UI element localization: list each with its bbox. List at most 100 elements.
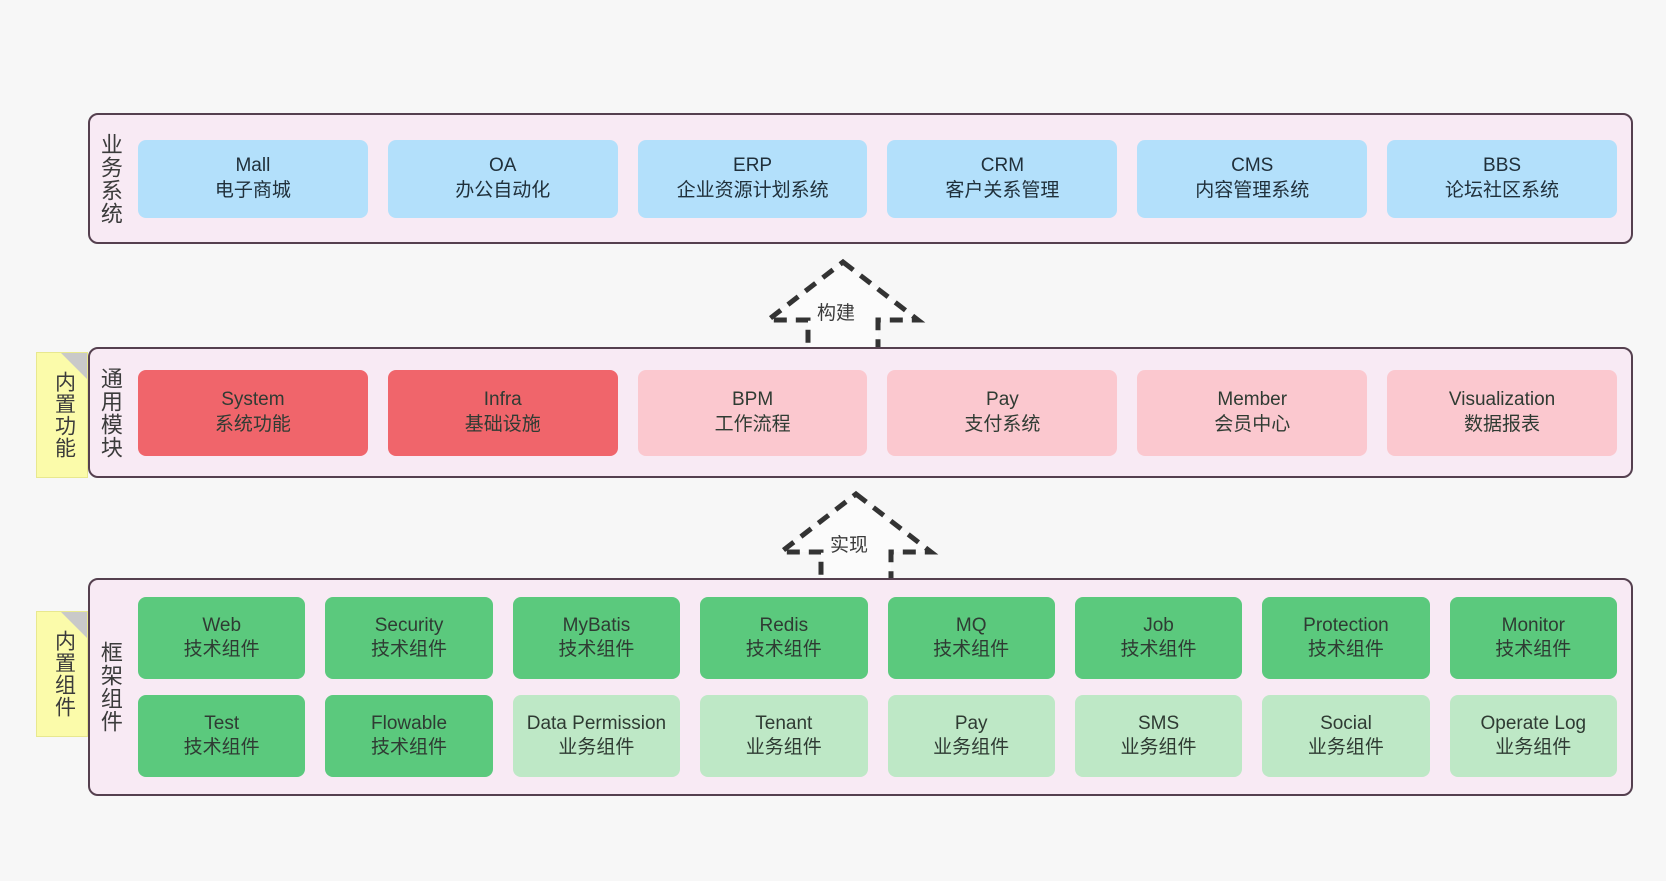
card-crm-name: CRM [980, 155, 1025, 177]
card-protection-desc: 技术组件 [1307, 639, 1384, 660]
card-tenant[interactable]: Tenant 业务组件 [700, 695, 868, 777]
card-system-name: System [221, 389, 285, 411]
card-web[interactable]: Web 技术组件 [138, 597, 306, 679]
card-job-desc: 技术组件 [1120, 639, 1197, 660]
card-crm[interactable]: CRM 客户关系管理 [887, 139, 1118, 218]
card-member[interactable]: Member 会员中心 [1137, 369, 1368, 456]
card-monitor-name: Monitor [1501, 614, 1565, 636]
card-bbs[interactable]: BBS 论坛社区系统 [1387, 139, 1617, 218]
card-sms[interactable]: SMS 业务组件 [1074, 695, 1243, 777]
card-oa-name: OA [489, 155, 517, 177]
card-crm-desc: 客户关系管理 [945, 179, 1060, 201]
card-bpm[interactable]: BPM 工作流程 [637, 369, 868, 456]
layer-framework-row-tech: Web 技术组件 Security 技术组件 MyBatis 技术组件 Redi… [138, 597, 1617, 679]
layer-framework-component-body: Web 技术组件 Security 技术组件 MyBatis 技术组件 Redi… [130, 580, 1631, 794]
card-redis-name: Redis [759, 614, 809, 636]
layer-general-module-body: System 系统功能 Infra 基础设施 BPM 工作流程 Pay 支付系统… [130, 349, 1631, 476]
card-test[interactable]: Test 技术组件 [138, 695, 306, 777]
card-data-permission-desc: 业务组件 [558, 737, 635, 758]
card-erp-name: ERP [733, 155, 773, 177]
layer-general-module-title: 通用模块 [97, 366, 123, 459]
card-system-desc: 系统功能 [214, 413, 291, 435]
card-security[interactable]: Security 技术组件 [325, 597, 493, 679]
card-infra-desc: 基础设施 [464, 413, 541, 435]
card-redis-desc: 技术组件 [745, 639, 822, 660]
card-oa-desc: 办公自动化 [455, 179, 551, 201]
card-web-name: Web [202, 614, 242, 636]
note-fold-corner-icon [61, 353, 87, 379]
card-data-permission-name: Data Permission [526, 712, 667, 734]
card-mybatis[interactable]: MyBatis 技术组件 [512, 597, 681, 679]
card-sms-name: SMS [1137, 712, 1180, 734]
card-cms-desc: 内容管理系统 [1195, 179, 1310, 201]
card-flowable[interactable]: Flowable 技术组件 [325, 695, 493, 777]
card-mall-desc: 电子商城 [214, 179, 291, 201]
card-bpm-desc: 工作流程 [714, 413, 791, 435]
card-cms[interactable]: CMS 内容管理系统 [1137, 139, 1368, 218]
card-job[interactable]: Job 技术组件 [1074, 597, 1243, 679]
card-flowable-desc: 技术组件 [371, 737, 448, 758]
layer-general-module-row: System 系统功能 Infra 基础设施 BPM 工作流程 Pay 支付系统… [138, 369, 1617, 456]
card-cms-name: CMS [1231, 155, 1274, 177]
card-visualization-desc: 数据报表 [1464, 413, 1541, 435]
arrow-build-label: 构建 [817, 303, 856, 324]
layer-framework-component: 框架组件 Web 技术组件 Security 技术组件 MyBatis 技术组件… [88, 578, 1633, 796]
card-erp[interactable]: ERP 企业资源计划系统 [637, 139, 868, 218]
note-fold-corner-icon [61, 612, 87, 638]
card-mall-name: Mall [235, 155, 271, 177]
card-data-permission[interactable]: Data Permission 业务组件 [512, 695, 681, 777]
card-protection-name: Protection [1303, 614, 1389, 636]
card-social-name: Social [1320, 712, 1372, 734]
card-security-name: Security [374, 614, 444, 636]
card-mq-name: MQ [955, 614, 987, 636]
card-infra-name: Infra [483, 389, 522, 411]
card-pay-component[interactable]: Pay 业务组件 [887, 695, 1055, 777]
card-operate-log-desc: 业务组件 [1495, 737, 1572, 758]
card-job-name: Job [1143, 614, 1174, 636]
arrow-build: 构建 [755, 258, 955, 354]
layer-business-system: 业务系统 Mall 电子商城 OA 办公自动化 ERP 企业资源计划系统 CRM… [88, 113, 1633, 244]
card-infra[interactable]: Infra 基础设施 [387, 369, 618, 456]
card-sms-desc: 业务组件 [1120, 737, 1197, 758]
card-member-desc: 会员中心 [1214, 413, 1291, 435]
arrow-implement-label: 实现 [830, 535, 869, 556]
card-visualization-name: Visualization [1448, 389, 1556, 411]
card-pay-module-name: Pay [986, 389, 1019, 411]
card-pay-module[interactable]: Pay 支付系统 [887, 369, 1118, 456]
card-member-name: Member [1217, 389, 1288, 411]
layer-framework-row-business: Test 技术组件 Flowable 技术组件 Data Permission … [138, 695, 1617, 777]
layer-business-system-row: Mall 电子商城 OA 办公自动化 ERP 企业资源计划系统 CRM 客户关系… [138, 139, 1617, 218]
card-flowable-name: Flowable [371, 712, 448, 734]
card-test-desc: 技术组件 [183, 737, 260, 758]
layer-framework-component-title: 框架组件 [97, 641, 123, 733]
card-bbs-name: BBS [1483, 155, 1522, 177]
card-tenant-desc: 业务组件 [745, 737, 822, 758]
card-visualization[interactable]: Visualization 数据报表 [1387, 369, 1617, 456]
card-protection[interactable]: Protection 技术组件 [1262, 597, 1430, 679]
card-system[interactable]: System 系统功能 [138, 369, 368, 456]
note-builtin-function-label: 内置功能 [52, 371, 76, 459]
card-oa[interactable]: OA 办公自动化 [387, 139, 618, 218]
card-mq[interactable]: MQ 技术组件 [887, 597, 1055, 679]
card-security-desc: 技术组件 [371, 639, 448, 660]
card-erp-desc: 企业资源计划系统 [676, 179, 829, 201]
card-bpm-name: BPM [731, 389, 774, 411]
note-builtin-component-label: 内置组件 [52, 630, 76, 718]
card-social[interactable]: Social 业务组件 [1262, 695, 1430, 777]
card-monitor-desc: 技术组件 [1495, 639, 1572, 660]
card-pay-component-name: Pay [954, 712, 988, 734]
card-redis[interactable]: Redis 技术组件 [700, 597, 868, 679]
card-mall[interactable]: Mall 电子商城 [138, 139, 368, 218]
card-operate-log[interactable]: Operate Log 业务组件 [1449, 695, 1617, 777]
card-operate-log-name: Operate Log [1480, 712, 1587, 734]
card-test-name: Test [204, 712, 240, 734]
note-builtin-function: 内置功能 [36, 352, 88, 478]
card-pay-component-desc: 业务组件 [933, 737, 1010, 758]
layer-business-system-body: Mall 电子商城 OA 办公自动化 ERP 企业资源计划系统 CRM 客户关系… [130, 115, 1631, 242]
card-mybatis-desc: 技术组件 [558, 639, 635, 660]
layer-business-system-title: 业务系统 [97, 132, 123, 225]
card-pay-module-desc: 支付系统 [964, 413, 1041, 435]
card-tenant-name: Tenant [755, 712, 813, 734]
card-monitor[interactable]: Monitor 技术组件 [1449, 597, 1617, 679]
